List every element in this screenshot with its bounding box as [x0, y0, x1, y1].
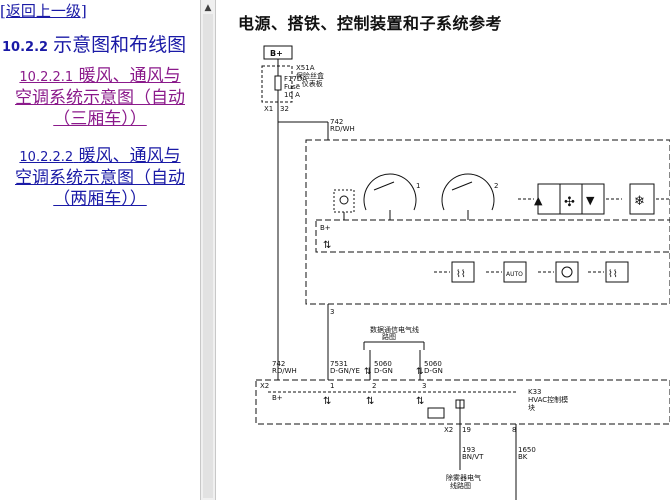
nav-link-number: 10.2.2.1 [19, 70, 74, 85]
svg-text:⇅: ⇅ [364, 367, 372, 377]
nav-link-line: 空调系统示意图（自动 [15, 88, 185, 108]
fuse-symbol [274, 75, 282, 91]
bus-reference-label: 数据通信电气线 [370, 325, 419, 334]
down-arrow-icon: ▼ [586, 194, 595, 207]
fuse-block-id: X51A [296, 64, 315, 72]
svg-text:⇅: ⇅ [323, 240, 331, 251]
fuse-block-outline [261, 65, 293, 103]
defog-reference-label: 除雾器电气 [446, 473, 481, 482]
bus-pin: 3 [330, 308, 334, 316]
fan-icon: ✣ [564, 195, 575, 210]
button-down-arrow [581, 183, 605, 215]
wire-color: BK [518, 453, 528, 461]
wire-color: BN/VT [462, 453, 484, 461]
module-bplus: B+ [272, 394, 283, 402]
content-pane: 电源、搭铁、控制装置和子系统参考 [216, 0, 670, 500]
button-front-defrost [605, 261, 629, 283]
section-number: 10.2.2 [2, 40, 49, 55]
wire-color: RD/WH [330, 125, 355, 133]
wire-num: 5060 [424, 360, 442, 368]
wire-num: 5060 [374, 360, 392, 368]
up-arrow-icon: ▲ [534, 194, 543, 207]
scroll-up-arrow-icon[interactable]: ▲ [204, 3, 212, 13]
internal-bus-outline [315, 219, 670, 253]
wire-num: 7531 [330, 360, 348, 368]
scrollbar-thumb[interactable] [203, 14, 213, 498]
nav-link-sedan[interactable]: 10.2.2.1 暖风、通风与 空调系统示意图（自动 （三厢车）） [0, 66, 200, 130]
fuse-name: F17DA [284, 75, 307, 83]
lower-connector: X2 [444, 426, 453, 434]
module-id: K33 [528, 388, 542, 396]
module-pin: 3 [422, 382, 426, 390]
wire-num: 742 [330, 118, 343, 126]
navigation-pane: [返回上一级] 10.2.2 示意图和布线图 10.2.2.1 暖风、通风与 空… [0, 0, 200, 500]
page-title: 电源、搭铁、控制装置和子系统参考 [238, 14, 503, 33]
frame-divider-scrollbar[interactable]: ▲ [200, 0, 216, 500]
nav-link-line: 暖风、通风与 [78, 146, 181, 166]
svg-text:⇅: ⇅ [366, 396, 374, 407]
gauge-number: 1 [416, 182, 420, 190]
module-name: 块 [528, 403, 535, 412]
wire-num: 193 [462, 446, 475, 454]
wire-color: RD/WH [272, 367, 297, 375]
module-name: HVAC控制模 [528, 395, 568, 404]
nav-link-line: （三厢车）） [53, 109, 147, 129]
power-label: B+ [270, 49, 283, 58]
fuse-pin: 32 [280, 105, 289, 113]
auto-button-label: AUTO [506, 271, 523, 278]
bus-reference-label: 路图 [382, 332, 396, 341]
section-heading[interactable]: 10.2.2 示意图和布线图 [2, 30, 186, 57]
snowflake-icon: ❄ [634, 194, 645, 209]
rear-defrost-icon: ⌇⌇ [456, 269, 466, 280]
fuse-word: Fuse [284, 83, 300, 91]
module-pin: 2 [372, 382, 376, 390]
gauge-2 [441, 173, 495, 211]
wire-color: D-GN/YE [330, 367, 360, 375]
button-recirculation [555, 261, 579, 283]
fuse-block-name: – 仪表板 [296, 79, 323, 88]
button-auto [503, 261, 527, 283]
nav-link-number: 10.2.2.2 [19, 150, 74, 165]
section-title: 示意图和布线图 [53, 34, 187, 56]
module-pin: 1 [330, 382, 334, 390]
svg-text:⇅: ⇅ [416, 396, 424, 407]
nav-link-hatchback[interactable]: 10.2.2.2 暖风、通风与 空调系统示意图（自动 （两厢车）） [0, 146, 200, 210]
lower-pin: 19 [462, 426, 471, 434]
fuse-connector: X1 [264, 105, 273, 113]
svg-text:⇅: ⇅ [416, 367, 424, 377]
lower-pin: 8 [512, 426, 516, 434]
hvac-module-outline [255, 379, 670, 425]
module-connector: X2 [260, 382, 269, 390]
bus-bplus-label: B+ [320, 224, 331, 232]
defog-reference-label: 线路图 [450, 481, 471, 490]
wiring-diagram: ⇅ ⇅ ⇅ ⇅ ⇅ ⇅ ▲ ✣ ▼ ❄ ⌇⌇ ⌇⌇ B+ X51A 保险丝盒 –… [255, 45, 670, 500]
nav-link-line: （两厢车）） [53, 189, 147, 209]
wire-color: D-GN [424, 367, 443, 375]
control-panel-outline [305, 139, 670, 305]
wire-num: 1650 [518, 446, 536, 454]
button-snowflake-icon [629, 183, 655, 215]
gauge-number: 2 [494, 182, 498, 190]
wire-num: 742 [272, 360, 285, 368]
svg-text:⇅: ⇅ [323, 396, 331, 407]
gauge-1 [363, 173, 417, 211]
fuse-rating: 10 A [284, 91, 300, 99]
button-rear-defrost [451, 261, 475, 283]
back-link[interactable]: [返回上一级] [0, 2, 87, 20]
nav-link-line: 空调系统示意图（自动 [15, 168, 185, 188]
fuse-block-name: 保险丝盒 [296, 71, 324, 80]
front-defrost-icon: ⌇⌇ [608, 269, 618, 280]
nav-link-line: 暖风、通风与 [78, 66, 181, 86]
wire-color: D-GN [374, 367, 393, 375]
